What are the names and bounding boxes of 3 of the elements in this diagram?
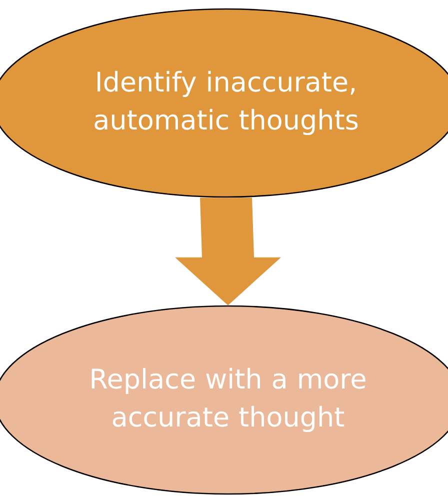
- ellipse-node: Identify inaccurate, automatic thoughts: [0, 8, 448, 198]
- ellipse-node: Replace with a more accurate thought: [0, 305, 448, 495]
- block-arrow: [175, 198, 281, 306]
